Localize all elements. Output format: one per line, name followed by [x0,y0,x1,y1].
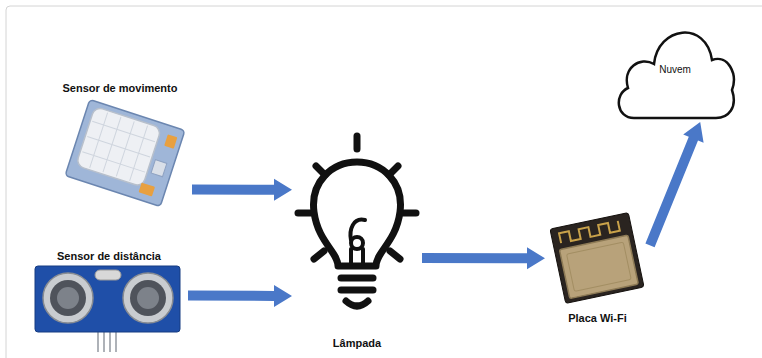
node-label: Sensor de distância [57,250,161,263]
flow-arrow [192,179,292,201]
motion-sensor-picture [65,100,185,207]
lamp-node: Lâmpada [292,125,422,356]
flow-arrow [188,285,292,307]
board-node: Placa Wi-Fi [545,205,650,335]
frame-border [6,6,762,358]
wifi-board-picture [550,213,644,304]
distance-sensor-picture [35,266,180,352]
node-label: Sensor de movimento [63,82,178,95]
bulb-picture [298,136,416,306]
sensor-node: Sensor de distância [30,248,188,356]
flow-arrow [645,122,703,247]
cloud-node: Nuvem [612,12,738,122]
node-label: Placa Wi-Fi [568,312,627,325]
flow-arrow [422,247,545,269]
node-label: Lâmpada [333,337,381,350]
sensor-node: Sensor de movimento [48,80,192,212]
cloud-label: Nuvem [659,64,691,76]
